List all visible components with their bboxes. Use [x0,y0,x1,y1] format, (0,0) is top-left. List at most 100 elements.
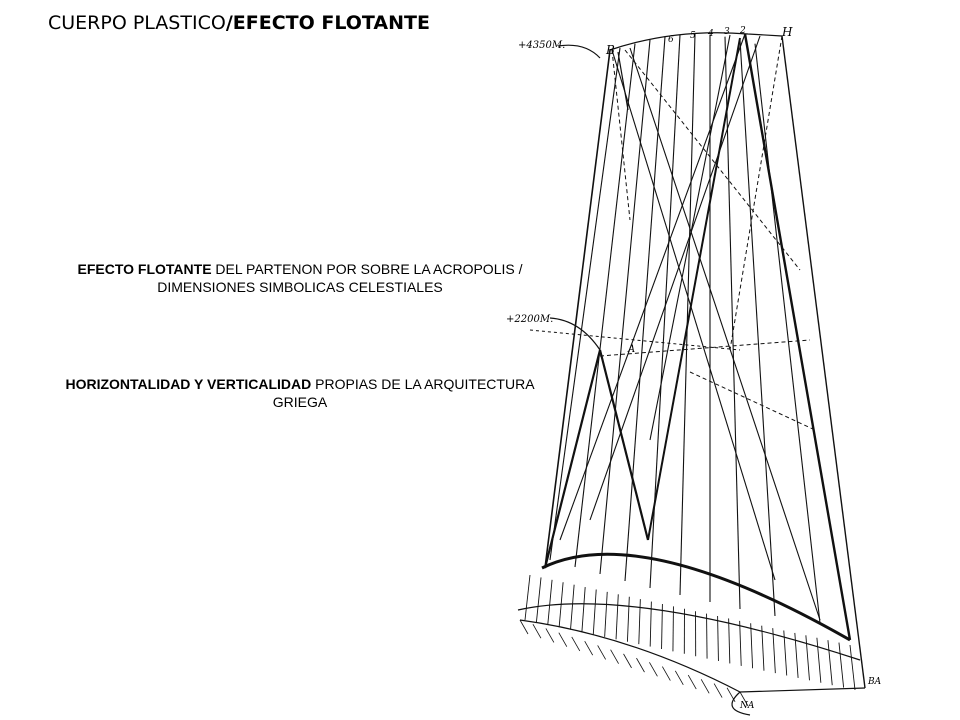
dashed-line [611,49,631,221]
caption-floating-effect-line2: DIMENSIONES SIMBOLICAS CELESTIALES [157,279,443,295]
inverted-v-left [543,349,602,569]
point-label-b: B [605,43,615,57]
base-tick [545,628,555,643]
base-hatch [794,632,799,678]
base-hatch [816,637,822,683]
base-hatch [838,642,845,688]
drawing-labels: +4350M. +2200M. B H A BA NA 6 5 4 3 2 [506,25,882,711]
base-tick [597,645,606,660]
tower-line [739,39,776,617]
base-hatch [717,616,719,662]
point-label-na: NA [739,701,755,711]
base-hatch [524,574,531,621]
horizontal-dashed [689,371,816,431]
base-tick [713,683,723,698]
tower-line [679,33,696,596]
tower-line [754,43,821,624]
base-tick [519,619,529,635]
top-number-5: 5 [690,31,696,41]
tower-line [599,39,651,575]
base-tick [700,679,710,694]
inverted-v-right [598,349,650,541]
base-tick [571,636,581,652]
caption-floating-effect-bold: EFECTO FLOTANTE [77,261,212,277]
title-bold: /EFECTO FLOTANTE [225,12,430,34]
base-hatch [558,582,564,628]
base-hatch [604,591,608,637]
caption-horizontality-bold: HORIZONTALIDAD Y VERTICALIDAD [65,376,312,392]
leader-mid [549,317,601,351]
base-tick [558,632,568,647]
right-outer-edge [781,35,866,689]
tower-line [574,43,636,568]
tower-line [549,47,621,561]
base-tick [674,670,684,686]
point-label-ba: BA [867,677,882,687]
base-mid-curve [517,603,861,661]
base-hatch [849,644,856,691]
point-label-h: H [781,25,793,39]
base-hatch [750,623,754,669]
base-hatch [581,587,586,633]
base-hatch [661,603,663,649]
base-tick [649,662,658,677]
reference-curve [529,329,741,351]
tower-line [649,34,681,589]
base-hatch [827,640,833,686]
base-hatch [706,613,708,659]
top-number-6: 6 [668,35,674,45]
base-hatch [535,577,542,623]
diagonal [611,49,776,581]
height-label-top: +4350M. [518,40,565,51]
drawing-lines [517,32,866,716]
base-hatch [626,596,630,642]
base-hatch [570,584,575,630]
base-hatch [649,601,652,647]
base-top-curve [541,552,851,642]
base-tick [739,691,749,707]
base-hatch [739,620,742,666]
base-hatch [783,630,788,676]
caption-horizontality: HORIZONTALIDAD Y VERTICALIDAD PROPIAS DE… [0,375,600,411]
diagonal [629,47,821,621]
right-edge [743,33,852,641]
base-tick [584,640,594,656]
caption-floating-effect-rest: DEL PARTENON POR SOBRE LA ACROPOLIS / [211,261,523,277]
top-number-3: 3 [724,27,730,37]
a-stroke [647,37,741,541]
left-edge [544,49,611,569]
caption-floating-effect: EFECTO FLOTANTE DEL PARTENON POR SOBRE L… [0,260,600,296]
base-hatch [805,635,810,681]
parthenon-perspective-drawing: +4350M. +2200M. B H A BA NA 6 5 4 3 2 [506,25,882,716]
base-hatch [672,606,674,652]
caption-horizontality-line2: GRIEGA [272,394,328,410]
top-arc [609,32,783,51]
title-regular: CUERPO PLASTICO [48,12,226,34]
base-tick [532,624,542,639]
page-title: CUERPO PLASTICO/EFECTO FLOTANTE [48,12,430,34]
horizontal-dashed [599,339,811,357]
base-hatch [547,579,553,625]
base-hatch [615,594,619,640]
tower-line [724,36,741,610]
base-tick [623,653,632,669]
point-label-a: A [627,344,635,355]
base-corner [731,691,751,716]
base-tick [726,687,736,702]
base-hatch [772,628,776,674]
base-hatch [638,599,641,645]
diagonal [649,34,731,441]
top-number-4: 4 [707,29,714,39]
base-tick [610,649,619,664]
leader-top [557,44,601,59]
base-tick [662,666,671,681]
base-tick [687,674,697,690]
diagonal [559,33,746,541]
caption-horizontality-rest: PROPIAS DE LA ARQUITECTURA [311,376,535,392]
base-hatch [592,589,597,635]
base-hatch [761,625,765,671]
left-top-edge [617,51,629,111]
height-label-mid: +2200M. [506,314,553,325]
base-front-curve [519,619,866,693]
top-number-2: 2 [739,26,746,36]
